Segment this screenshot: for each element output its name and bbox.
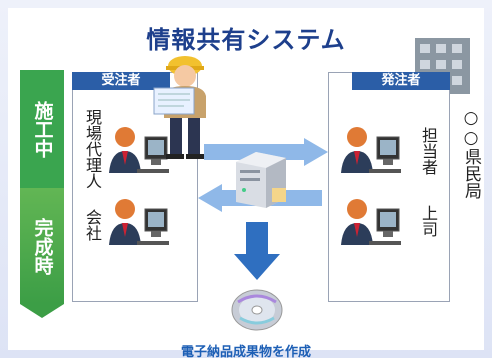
orderer-heading: 発注者 [352, 72, 450, 90]
stage-completion-label: 完成時 [31, 217, 54, 275]
deliverable-caption: 電子納品成果物を作成 [180, 345, 311, 358]
diagram-title: 情報共有システム [146, 26, 346, 54]
construction-worker-icon [153, 56, 206, 159]
person-at-computer-icon [109, 199, 169, 245]
stage-construction: 施工中 [20, 70, 64, 200]
supervisor-label: 上司 [419, 205, 438, 237]
orderer-panel: 発注者 担当者 上司 [328, 72, 450, 302]
site-agent-label: 現場代理人 [83, 109, 102, 189]
contractor-heading: 受注者 [72, 72, 170, 90]
person-in-charge-label: 担当者 [419, 127, 438, 175]
person-at-computer-icon [341, 199, 401, 245]
stage-construction-label: 施工中 [31, 100, 54, 158]
person-at-computer-icon [341, 127, 401, 173]
down-arrow [234, 222, 280, 280]
server-icon [236, 152, 286, 208]
stage-completion: 完成時 [20, 188, 64, 318]
company-label: 会社 [83, 209, 102, 241]
person-at-computer-icon [109, 127, 169, 173]
prefecture-office-label: ○○県民局 [461, 108, 481, 199]
disc-icon [231, 289, 283, 331]
right-arrow [204, 138, 328, 166]
